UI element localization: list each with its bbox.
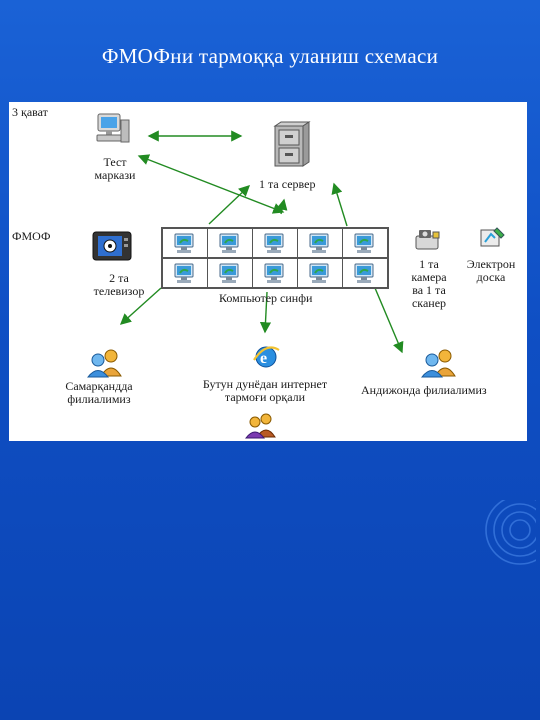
tv-icon [92,231,132,261]
svg-text:e: e [260,350,267,367]
users-icon [87,349,122,378]
network-computer-icon [342,228,388,258]
network-computer-icon [207,258,253,288]
test-center-label: Тест маркази [94,155,136,182]
connection-arrows [119,130,404,354]
andijan-label: Андижонда филиалимиз [361,383,487,397]
arrow-class-andijan [374,287,404,354]
network-computer-icon [297,258,343,288]
slide-title: ФМОФни тармоққа уланиш схемаси [101,44,439,68]
network-computer-icon [207,228,253,258]
network-computer-icon [162,258,208,288]
floor-label: 3 қават [12,105,48,119]
internet-label: Бутун дунёдан интернет тармоғи орқали [202,377,328,404]
camera-scanner-label: 1 та камера ва 1 та сканер [411,257,447,310]
camera-scanner-icon [415,230,440,250]
users-icon [245,413,276,439]
arrow-class-server [208,185,251,225]
server-label: 1 та сервер [259,177,316,191]
decorative-swirl [485,500,536,565]
computer-class-label: Компьютер синфи [219,291,313,305]
tv-label: 2 та телевизор [93,271,145,298]
fmof-label: ФМОФ [12,229,51,243]
users-icon [421,349,456,378]
arrow-server-down [276,198,288,215]
computer-class-grid [161,227,389,289]
arrow-class-samarkand [119,287,162,325]
arrow-test-class [137,154,285,214]
samarkand-label: Самарқандда филиалимиз [65,379,133,406]
arrow-server-class [331,182,348,227]
computer-icon [96,113,130,143]
diagram-panel: 3 қават Тест маркази 1 та сервер ФМОФ 2 … [9,102,527,441]
network-computer-icon [342,258,388,288]
electronic-board-label: Электрон доска [466,257,516,284]
network-computer-icon [252,258,298,288]
electronic-board-icon [480,227,505,247]
file-cabinet-server-icon [273,121,311,167]
internet-explorer-icon: e [253,346,280,368]
network-computer-icon [297,228,343,258]
network-computer-icon [252,228,298,258]
network-computer-icon [162,228,208,258]
arrow-class-internet [259,291,272,334]
